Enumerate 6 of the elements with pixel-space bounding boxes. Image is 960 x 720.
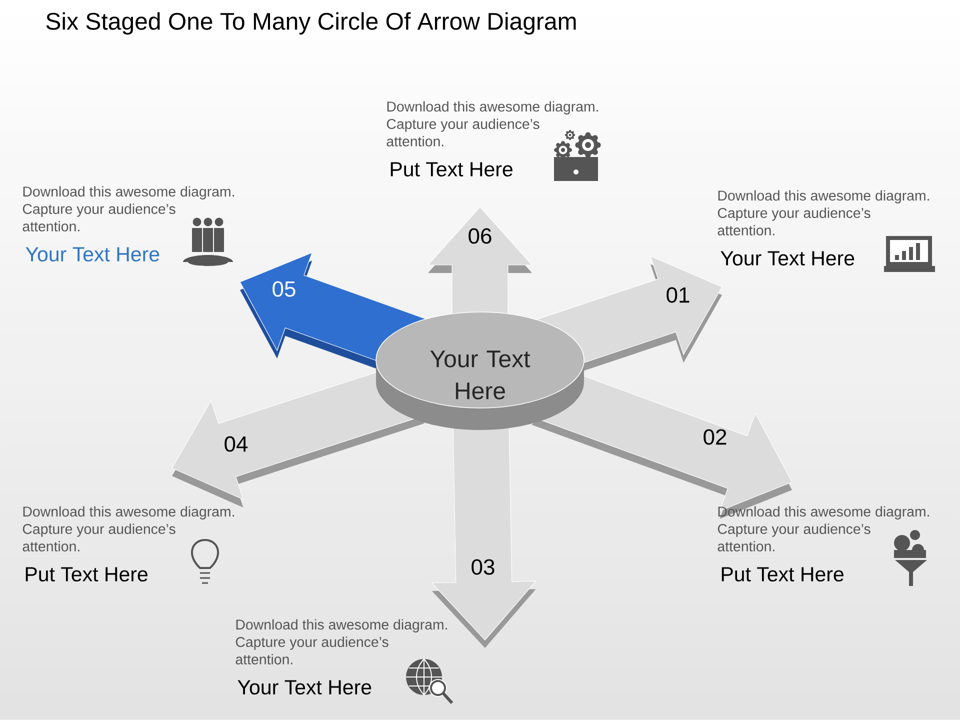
body-text: Download this awesome diagram. Capture your audience’s attention. — [386, 101, 598, 146]
body-text: Download this awesome diagram. Capture your audience’s attention. — [22, 506, 234, 552]
heading-text: Your Text Here — [26, 247, 160, 262]
heading-text: Put Text Here — [390, 162, 512, 176]
heading-text: Your Text Here — [720, 251, 854, 266]
title: Six Staged One To Many Circle Of Arrow Diagram — [46, 12, 576, 35]
